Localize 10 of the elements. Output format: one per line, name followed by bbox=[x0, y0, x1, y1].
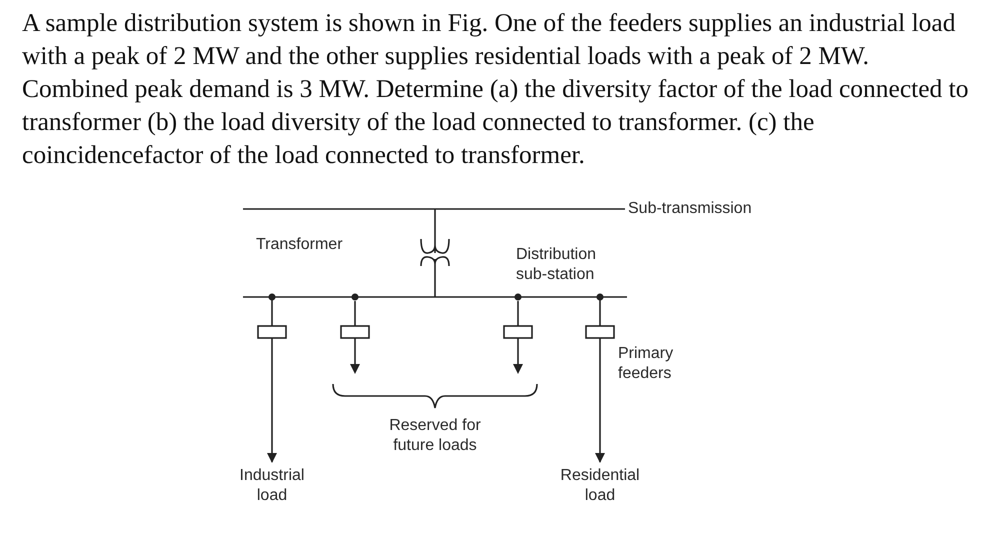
feeder-label: Primary feeders bbox=[618, 344, 674, 384]
line-label: Sub-transmission bbox=[628, 199, 753, 219]
arrow bbox=[267, 297, 277, 463]
arrow bbox=[595, 297, 605, 463]
component-label: Transformer bbox=[256, 235, 344, 255]
problem-text: A sample distribution system is shown in Fig. One of the feeders supplies an industrial load with a peak of 2 MW and the other supplies residential loads with a peak of 2 MW. Combined peak demand is 3 MW. Determine (a) the diversity factor of the load connected to transformer (b) the load diversity of the load connected to transformer. (c) the coincidencefactor of the load connected to transformer. bbox=[22, 7, 970, 171]
brace-label: Reserved for future loads bbox=[388, 416, 482, 456]
load-label: Industrial load bbox=[232, 466, 312, 506]
load-label: Residential load bbox=[550, 466, 650, 506]
component-label: Distribution sub-station bbox=[516, 245, 598, 285]
